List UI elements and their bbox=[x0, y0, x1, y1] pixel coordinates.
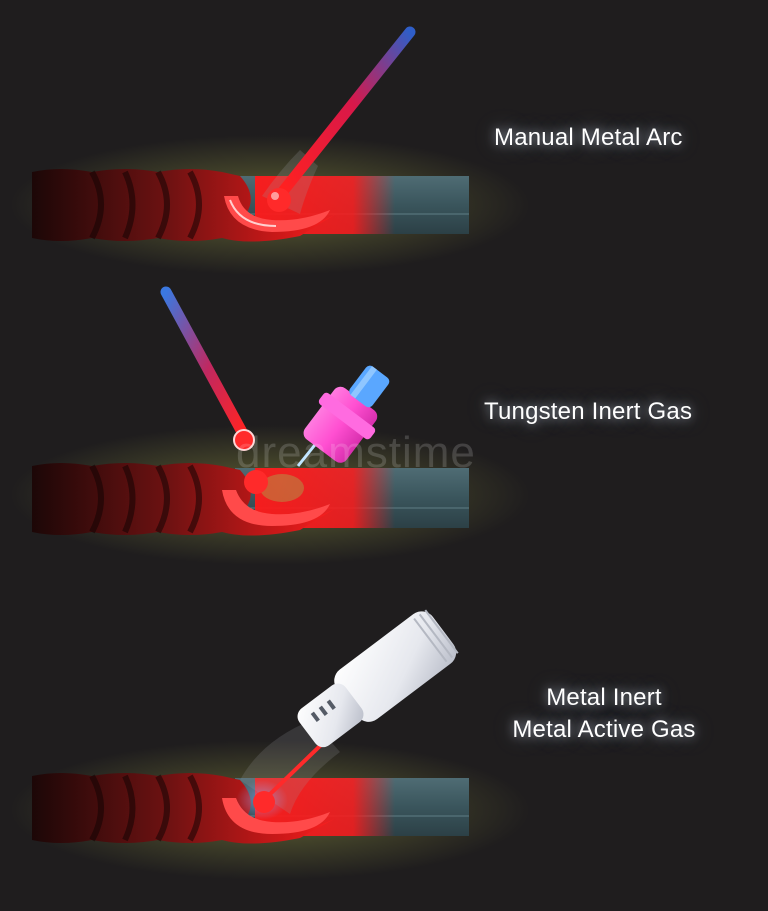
mma-droplet bbox=[267, 188, 291, 212]
mig-gun bbox=[297, 609, 459, 748]
tig-rod-droplet bbox=[233, 429, 255, 451]
tig-pool-droplet bbox=[244, 470, 268, 494]
tig-panel bbox=[10, 286, 530, 565]
tig-nozzle bbox=[303, 386, 378, 463]
tig-arc bbox=[260, 474, 304, 502]
mma-panel bbox=[10, 26, 530, 275]
label-tungsten-inert-gas: Tungsten Inert Gas bbox=[484, 398, 693, 425]
label-mig-line1: Metal Inert bbox=[546, 684, 662, 711]
label-manual-metal-arc: Manual Metal Arc bbox=[494, 124, 683, 151]
mig-weld-pool bbox=[222, 798, 330, 834]
tig-torch bbox=[303, 365, 390, 463]
mig-droplet bbox=[253, 791, 275, 813]
mig-wire bbox=[264, 742, 324, 800]
tig-weld-pool bbox=[222, 490, 330, 526]
label-metal-inert-active-gas: Metal Inert Metal Active Gas bbox=[494, 682, 714, 746]
tig-collet-ring bbox=[349, 365, 390, 408]
mma-weld-pool bbox=[224, 196, 330, 232]
mig-gun-body bbox=[334, 611, 457, 722]
watermark: dreamstime bbox=[236, 428, 476, 477]
label-mig-line2: Metal Active Gas bbox=[512, 716, 696, 743]
tig-filler-rod bbox=[160, 286, 248, 438]
mig-panel bbox=[10, 609, 530, 880]
mma-electrode bbox=[278, 26, 416, 196]
mig-gun-nozzle bbox=[297, 683, 364, 748]
